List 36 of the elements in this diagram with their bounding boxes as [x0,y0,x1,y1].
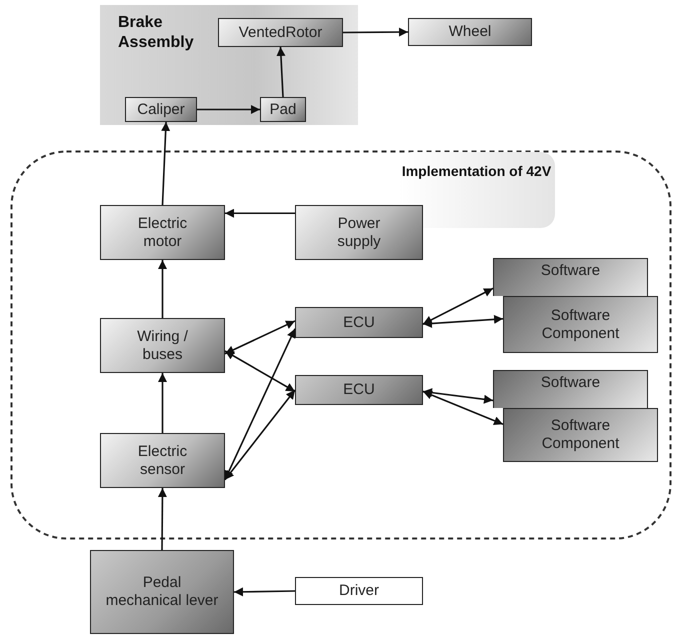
block: Wheel [408,18,532,46]
block: Software Component [503,296,658,353]
block: ECU [295,375,423,405]
block: Software [493,370,648,408]
block: Software Component [503,408,658,462]
arrow [422,314,504,328]
arrow [224,328,296,480]
block: Electric sensor [100,433,225,488]
block: ECU [295,307,423,338]
arrow [225,208,295,218]
block: Software [493,258,648,296]
brake-assembly-panel [100,5,358,125]
arrow [224,350,296,392]
block: Caliper [125,97,197,122]
block: Power supply [295,205,423,260]
arrow [422,390,504,425]
block: Pad [260,97,306,122]
arrow [224,320,296,354]
block: Electric motor [100,205,225,260]
arrow [158,260,167,318]
arrow [161,122,170,206]
block: VentedRotor [218,18,343,47]
arrow [158,373,167,433]
block: Driver [295,577,423,605]
group-title: Brake Assembly [118,13,195,53]
arrow [422,388,494,404]
arrow [234,587,296,596]
arrow [197,105,260,114]
block: Pedal mechanical lever [90,550,234,634]
region-label: Implementation of 42V [400,162,552,180]
block: Wiring / buses [100,318,225,373]
arrow [422,288,494,325]
arrow [224,390,296,480]
arrow [158,488,167,550]
arrow [343,28,408,37]
arrow [276,46,286,98]
